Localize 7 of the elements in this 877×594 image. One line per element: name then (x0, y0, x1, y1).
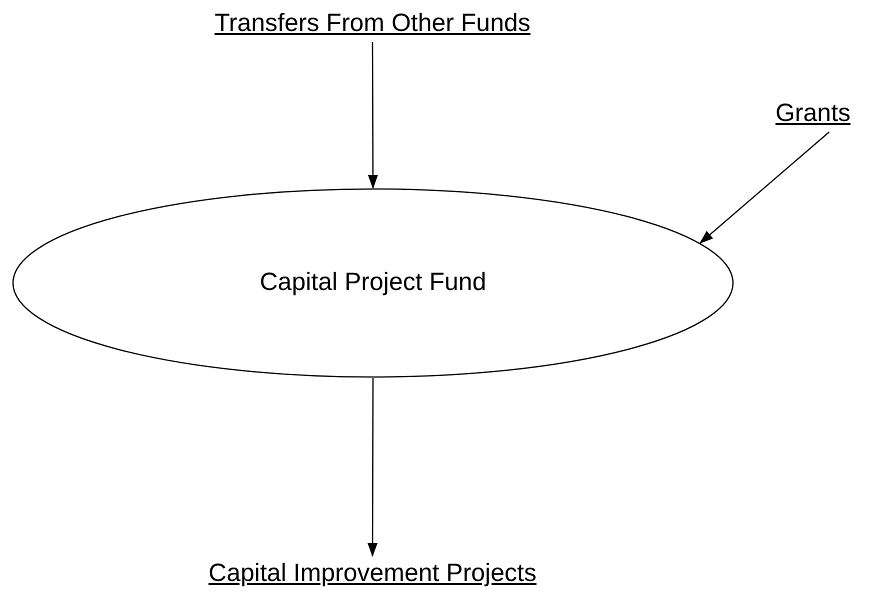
arrow (368, 378, 378, 557)
arrow (699, 132, 830, 244)
underlined-label: Grants (775, 98, 851, 130)
underlined-label: Capital Improvement Projects (208, 558, 536, 590)
arrow (368, 42, 378, 189)
node-label: Capital Project Fund (260, 267, 486, 298)
underlined-label: Transfers From Other Funds (214, 8, 530, 40)
